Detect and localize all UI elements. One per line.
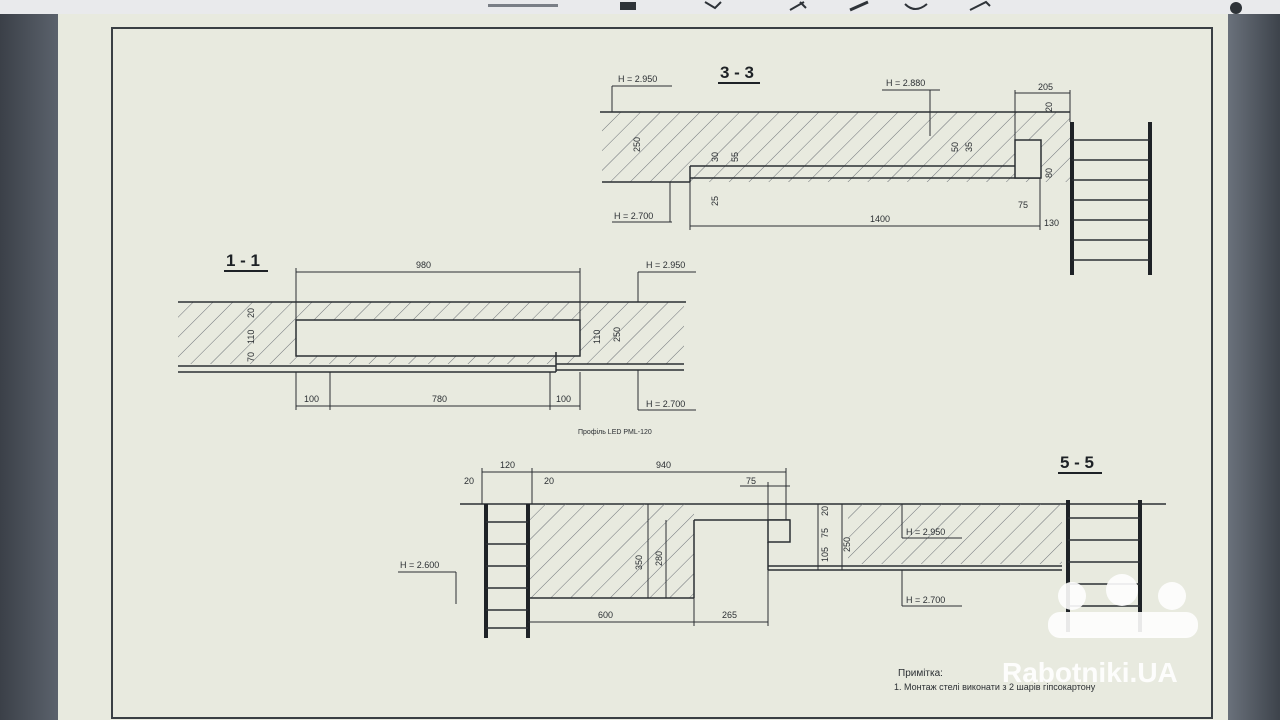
note-text: 1. Монтаж стелі виконати з 2 шарів гіпсо… <box>894 682 1096 692</box>
section-5-5-title: 5 - 5 <box>1060 453 1094 472</box>
dim-120: 120 <box>500 460 515 470</box>
section-1-1-title: 1 - 1 <box>226 251 260 270</box>
dim-205: 205 <box>1038 82 1053 92</box>
level-h2700: H = 2.700 <box>614 211 653 221</box>
workers-logo-icon <box>1048 574 1198 638</box>
watermark-brand: Rabotniki.UA <box>1002 657 1178 688</box>
dim-105: 105 <box>820 547 830 562</box>
dim-110: 110 <box>246 330 256 344</box>
section-5-5-slab-right <box>848 504 1062 564</box>
dim-50: 50 <box>950 142 960 152</box>
dim-940: 940 <box>656 460 671 470</box>
dim-75-top: 75 <box>746 476 756 486</box>
dim-780: 780 <box>432 394 447 404</box>
dim-20: 20 <box>246 308 256 318</box>
arrow-tool-icon[interactable] <box>704 1 722 10</box>
dim-20-left: 20 <box>464 476 474 486</box>
note-heading: Примітка: <box>898 668 943 679</box>
dim-20-right: 20 <box>820 506 830 516</box>
dim-100-right: 100 <box>556 394 571 404</box>
section-5-5: 5 - 5 <box>398 453 1166 638</box>
dim-25: 25 <box>710 196 720 206</box>
dim-75-right: 75 <box>820 528 830 538</box>
dim-280: 280 <box>654 551 664 566</box>
level-h2600: H = 2.600 <box>400 560 439 570</box>
dim-250: 250 <box>632 137 642 152</box>
line-tool-icon[interactable] <box>849 0 869 12</box>
scroll-indicator[interactable] <box>488 4 558 7</box>
dim-30: 30 <box>710 152 720 162</box>
toolbar-icons <box>488 0 1242 14</box>
level-h2700: H = 2.700 <box>906 595 945 605</box>
sheet-frame <box>111 27 1213 719</box>
section-3-3: 3 - 3 H = 2.950 H = 2.88 <box>600 63 1152 275</box>
dim-70: 70 <box>246 352 256 362</box>
watermark: Rabotniki.UA <box>1002 574 1198 688</box>
pen-tool-icon[interactable] <box>789 1 807 11</box>
niche-recess <box>295 319 581 357</box>
level-h2950: H = 2.950 <box>906 527 945 537</box>
dim-100-left: 100 <box>304 394 319 404</box>
dim-20-inner: 20 <box>544 476 554 486</box>
section-3-3-slab <box>602 112 1070 182</box>
cad-toolbar <box>0 0 1280 14</box>
dim-350: 350 <box>634 555 644 570</box>
dim-250: 250 <box>612 327 622 342</box>
dim-600: 600 <box>598 610 613 620</box>
profile-label: Профіль LED PML-120 <box>578 428 652 436</box>
dim-80: 80 <box>1044 168 1054 178</box>
monitor-bezel-right <box>1228 14 1280 720</box>
edit-tool-icon[interactable] <box>969 0 991 11</box>
level-h2700: H = 2.700 <box>646 399 685 409</box>
dim-75: 75 <box>1018 200 1028 210</box>
dim-250: 250 <box>842 537 852 552</box>
dim-35: 35 <box>964 142 974 152</box>
dim-20: 20 <box>1044 102 1054 112</box>
cornice-box <box>1014 139 1042 179</box>
section-3-3-title: 3 - 3 <box>720 63 754 82</box>
tool-icon[interactable] <box>620 2 636 10</box>
section-1-1: 1 - 1 980 20 110 70 250 110 100 <box>178 251 696 436</box>
level-h2880: H = 2.880 <box>886 78 925 88</box>
dim-1400: 1400 <box>870 214 890 224</box>
fill-tool-icon[interactable] <box>1230 2 1242 14</box>
dim-265: 265 <box>722 610 737 620</box>
section-5-5-slab-left <box>528 504 694 598</box>
dim-130: 130 <box>1044 218 1059 228</box>
dim-980: 980 <box>416 260 431 270</box>
curve-tool-icon[interactable] <box>904 3 928 10</box>
dim-55: 55 <box>730 152 740 162</box>
level-h2950: H = 2.950 <box>646 260 685 270</box>
level-h2950: H = 2.950 <box>618 74 657 84</box>
monitor-bezel-left <box>0 14 58 720</box>
cornice-box <box>767 519 791 543</box>
drawing-note: Примітка: 1. Монтаж стелі виконати з 2 ш… <box>894 668 1096 692</box>
dim-110b: 110 <box>592 330 602 344</box>
